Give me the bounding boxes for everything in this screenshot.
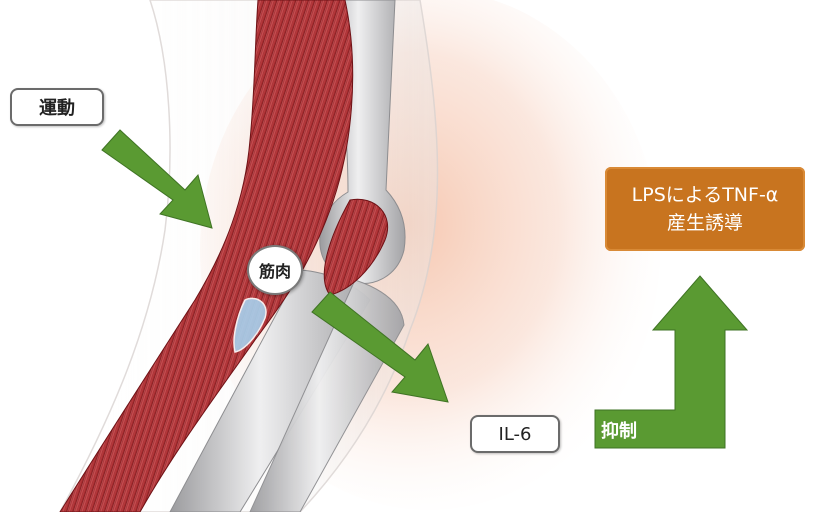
lps-tnf-line1: LPSによるTNF-α [632, 181, 779, 209]
il6-label: IL-6 [470, 415, 560, 453]
lps-tnf-line2: 産生誘導 [667, 209, 743, 237]
lps-tnf-box: LPSによるTNF-α 産生誘導 [605, 167, 805, 251]
exercise-label: 運動 [10, 88, 104, 126]
muscle-label: 筋肉 [247, 245, 303, 295]
suppress-label: 抑制 [601, 417, 637, 443]
